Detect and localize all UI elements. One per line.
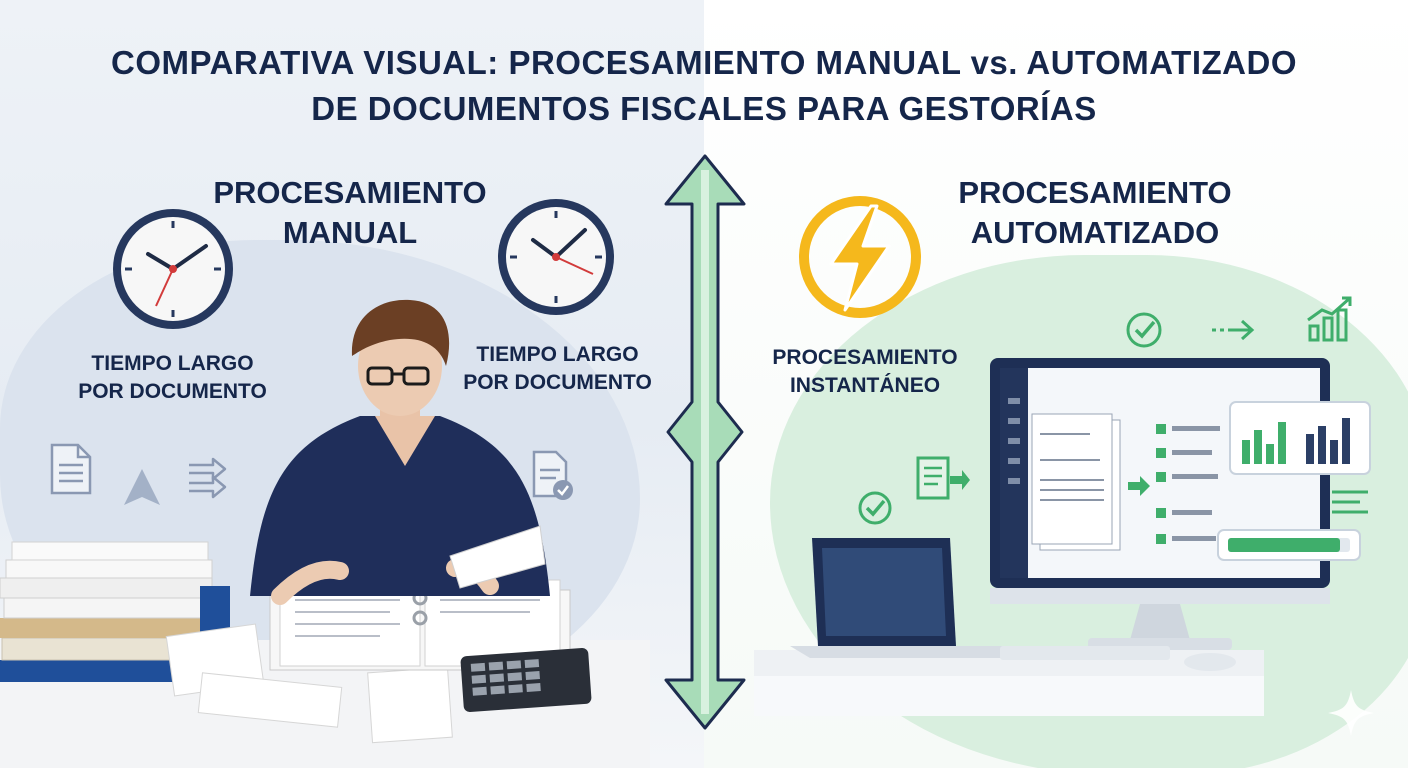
paper-stack — [0, 541, 230, 682]
chart-card — [1229, 401, 1371, 475]
bar-chart-icon — [1307, 296, 1352, 342]
check-icon — [858, 491, 892, 525]
list-lines-icon — [1332, 490, 1368, 514]
clock-icon — [498, 199, 614, 315]
manual-heading: PROCESAMIENTO MANUAL — [180, 173, 520, 253]
automated-caption-line1: PROCESAMIENTO — [772, 346, 958, 369]
progress-card — [1217, 529, 1361, 561]
manual-caption-left: TIEMPO LARGO POR DOCUMENTO — [50, 350, 295, 406]
main-title-line1: COMPARATIVA VISUAL: PROCESAMIENTO MANUAL… — [111, 44, 1297, 81]
arrow-icon — [189, 457, 227, 499]
manual-caption-right-line1: TIEMPO LARGO — [476, 343, 639, 366]
automated-heading: PROCESAMIENTO AUTOMATIZADO — [915, 173, 1275, 253]
sparkle-icon — [1328, 690, 1374, 736]
triangle-icon — [124, 469, 160, 505]
laptop-desk-scene — [754, 538, 1264, 716]
automated-heading-line2: AUTOMATIZADO — [970, 215, 1220, 250]
manual-caption-left-line2: POR DOCUMENTO — [78, 380, 267, 403]
automated-heading-line1: PROCESAMIENTO — [958, 175, 1232, 210]
document-check-icon — [532, 450, 573, 500]
manual-heading-line2: MANUAL — [282, 215, 418, 250]
manual-heading-line1: PROCESAMIENTO — [213, 175, 487, 210]
automated-caption: PROCESAMIENTO INSTANTÁNEO — [748, 344, 982, 400]
manual-caption-right-line2: POR DOCUMENTO — [463, 371, 652, 394]
manual-caption-right: TIEMPO LARGO POR DOCUMENTO — [435, 341, 680, 397]
main-title: COMPARATIVA VISUAL: PROCESAMIENTO MANUAL… — [0, 40, 1408, 132]
arrow-icon — [1212, 319, 1255, 341]
document-icon — [50, 443, 92, 495]
clock-icon — [113, 209, 233, 329]
check-icon — [1126, 312, 1162, 348]
lightning-icon — [799, 196, 921, 318]
main-title-line2: DE DOCUMENTOS FISCALES PARA GESTORÍAS — [311, 90, 1097, 127]
document-arrow-icon — [916, 456, 970, 500]
calculator — [460, 648, 592, 712]
automated-caption-line2: INSTANTÁNEO — [789, 374, 941, 397]
double-arrow-divider — [664, 154, 746, 730]
manual-caption-left-line1: TIEMPO LARGO — [91, 352, 254, 375]
person-at-desk — [250, 299, 550, 605]
